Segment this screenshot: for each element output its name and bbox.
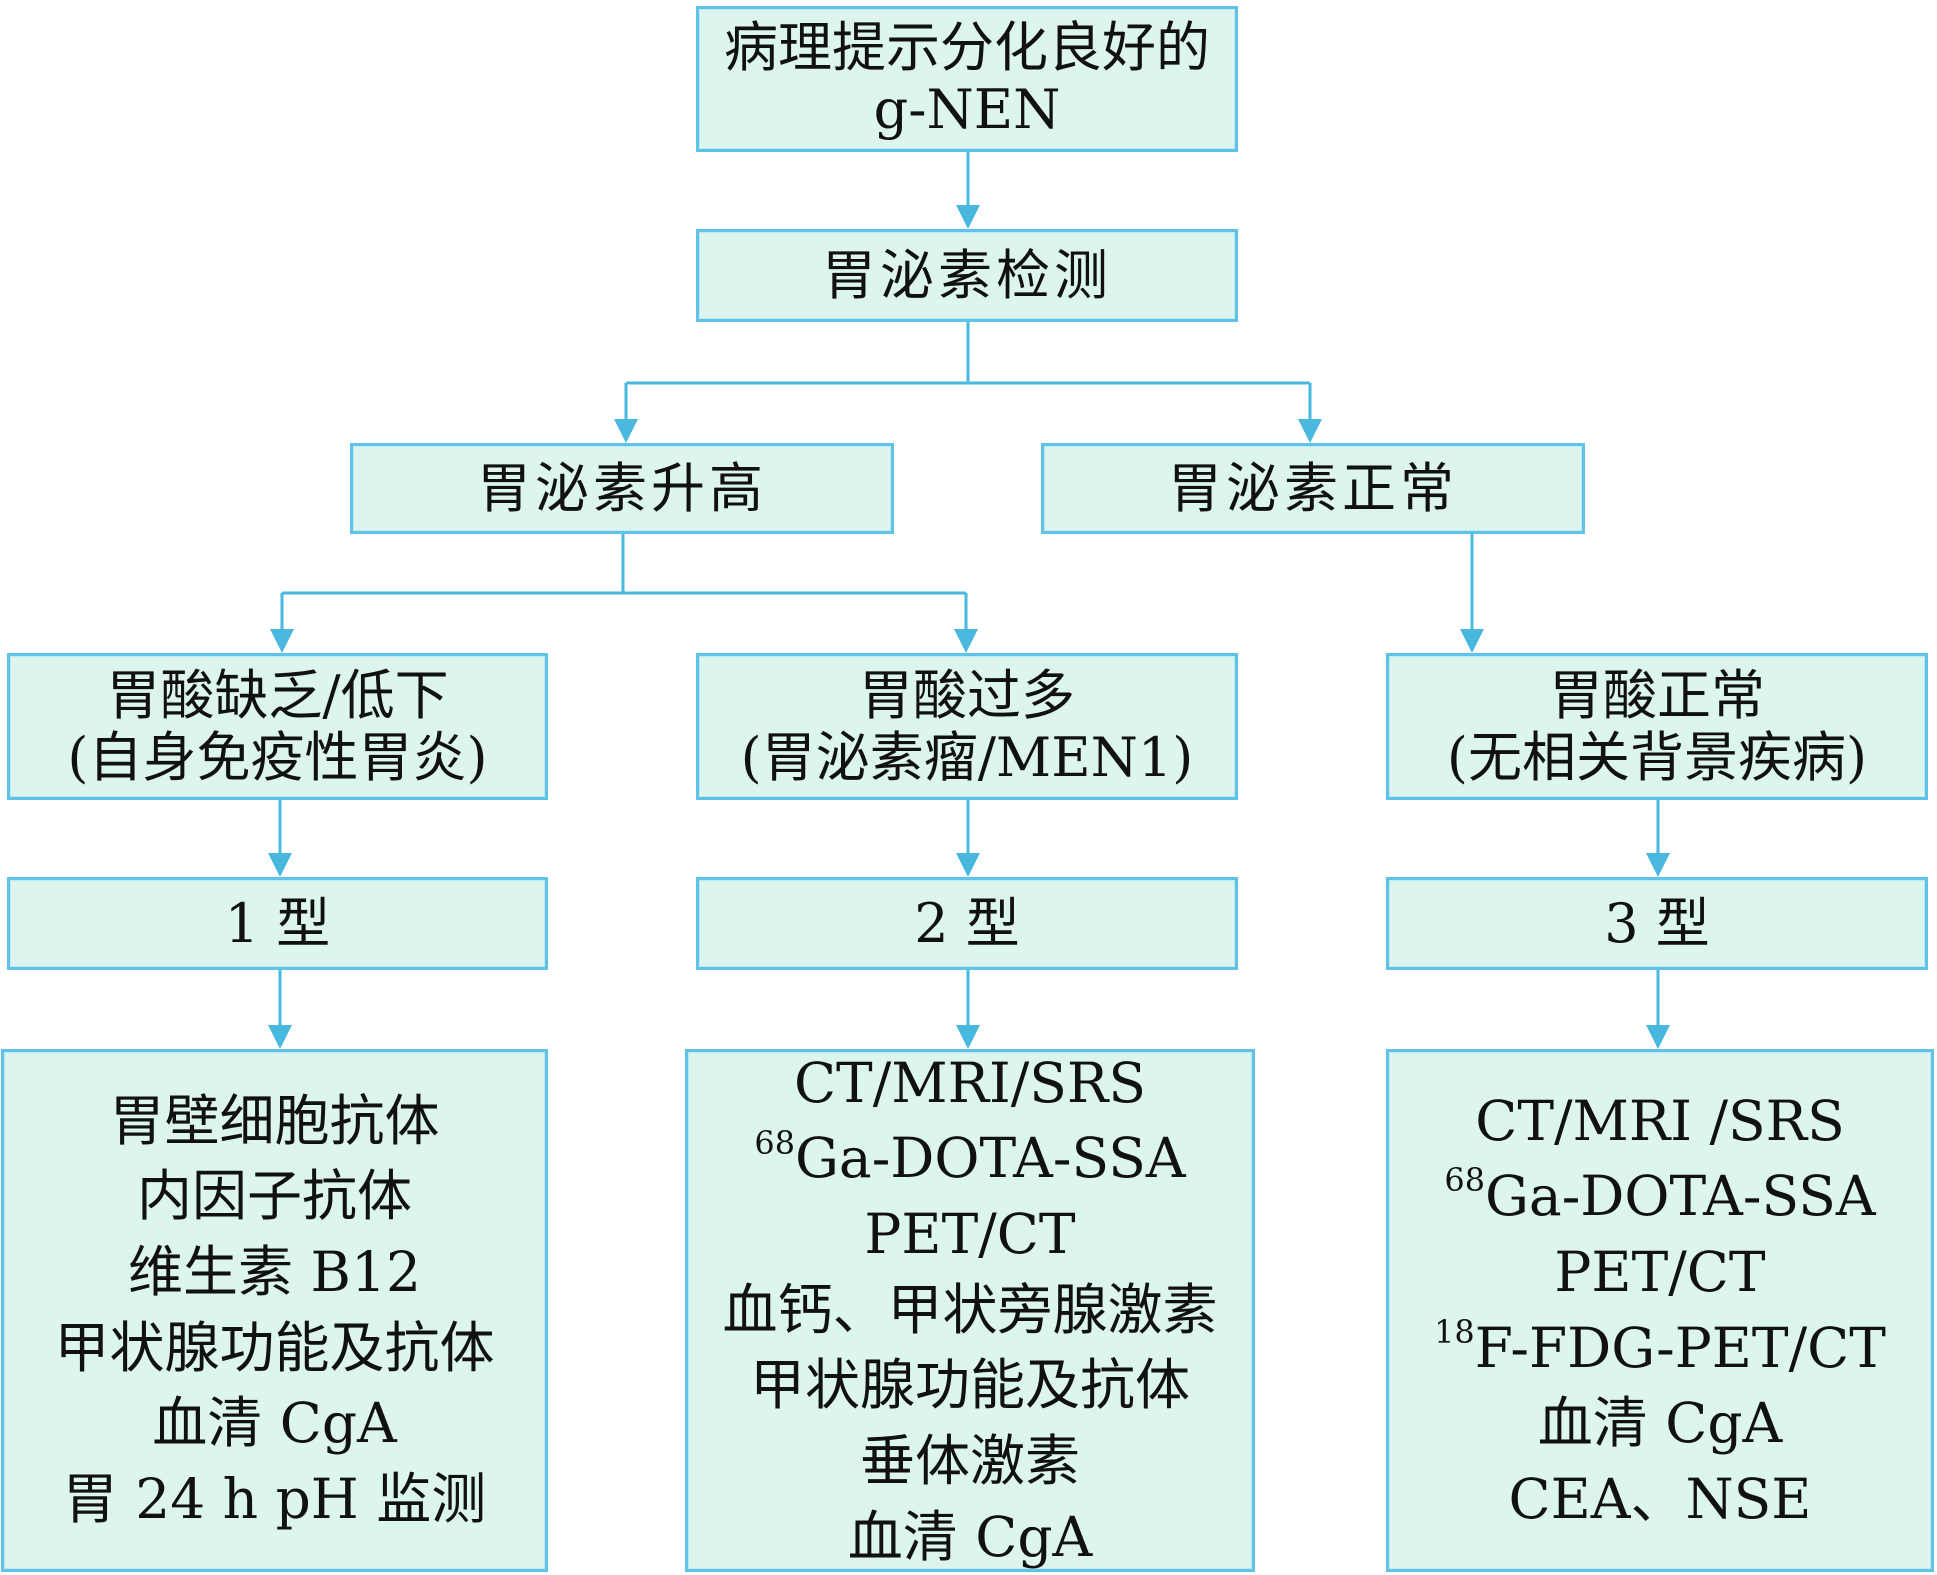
type2-node: 2 型 <box>696 877 1238 970</box>
root-line-2: g-NEN <box>873 78 1061 141</box>
tests2-line-2: 68Ga-DOTA-SSA <box>754 1121 1185 1197</box>
tests3-line-4: 18F-FDG-PET/CT <box>1434 1311 1886 1387</box>
gastrin-test-node: 胃泌素检测 <box>696 229 1238 322</box>
acid-normal-node: 胃酸正常 (无相关背景疾病) <box>1386 653 1928 800</box>
tests2-line-2-isotope: 68 <box>754 1123 795 1162</box>
tests3-line-1: CT/MRI /SRS <box>1475 1088 1845 1153</box>
tests1-line-3: 维生素 B12 <box>128 1239 421 1304</box>
gastrin-normal-node: 胃泌素正常 <box>1041 443 1585 534</box>
tests1-line-4: 甲状腺功能及抗体 <box>54 1315 495 1380</box>
tests2-line-6: 垂体激素 <box>859 1428 1080 1493</box>
acid-low-line-1: 胃酸缺乏/低下 <box>106 663 449 727</box>
acid-high-line-2: (胃泌素瘤/MEN1) <box>740 725 1194 789</box>
gastrin-normal-label: 胃泌素正常 <box>1168 456 1458 520</box>
tests2-line-4: 血钙、甲状旁腺激素 <box>722 1277 1218 1342</box>
root-node: 病理提示分化良好的 g-NEN <box>696 6 1238 152</box>
tests3-line-5: 血清 CgA <box>1537 1391 1783 1456</box>
type2-label: 2 型 <box>914 891 1020 955</box>
acid-high-line-1: 胃酸过多 <box>859 663 1075 727</box>
tests3-line-2-isotope: 68 <box>1444 1161 1485 1200</box>
tests1-line-5: 血清 CgA <box>152 1391 397 1456</box>
tests3-line-2-text: Ga-DOTA-SSA <box>1485 1164 1876 1229</box>
type3-node: 3 型 <box>1386 877 1928 970</box>
acid-normal-line-1: 胃酸正常 <box>1549 663 1765 727</box>
tests1-line-1: 胃壁细胞抗体 <box>109 1088 440 1153</box>
tests2-node: CT/MRI/SRS 68Ga-DOTA-SSA PET/CT 血钙、甲状旁腺激… <box>685 1049 1255 1572</box>
acid-high-node: 胃酸过多 (胃泌素瘤/MEN1) <box>696 653 1238 800</box>
acid-normal-line-2: (无相关背景疾病) <box>1446 725 1868 789</box>
tests2-line-1: CT/MRI/SRS <box>793 1050 1147 1115</box>
tests2-line-7: 血清 CgA <box>847 1504 1093 1569</box>
type1-label: 1 型 <box>224 891 331 955</box>
gastrin-test-label: 胃泌素检测 <box>822 243 1112 307</box>
type1-node: 1 型 <box>7 877 548 970</box>
tests1-line-2: 内因子抗体 <box>136 1164 412 1229</box>
tests3-line-2: 68Ga-DOTA-SSA <box>1444 1159 1875 1235</box>
acid-low-node: 胃酸缺乏/低下 (自身免疫性胃炎) <box>7 653 548 800</box>
type3-label: 3 型 <box>1604 891 1710 955</box>
tests1-line-6: 胃 24 h pH 监测 <box>62 1466 487 1531</box>
gastrin-high-label: 胃泌素升高 <box>477 456 767 520</box>
gastrin-high-node: 胃泌素升高 <box>350 443 894 534</box>
tests1-node: 胃壁细胞抗体 内因子抗体 维生素 B12 甲状腺功能及抗体 血清 CgA 胃 2… <box>1 1049 548 1572</box>
tests3-line-4-isotope: 18 <box>1434 1312 1475 1351</box>
tests2-line-2-text: Ga-DOTA-SSA <box>795 1126 1186 1191</box>
tests3-line-6: CEA、NSE <box>1508 1466 1812 1531</box>
tests3-node: CT/MRI /SRS 68Ga-DOTA-SSA PET/CT 18F-FDG… <box>1386 1049 1934 1572</box>
root-line-1: 病理提示分化良好的 <box>724 16 1210 80</box>
tests2-line-3: PET/CT <box>864 1202 1076 1267</box>
tests2-line-5: 甲状腺功能及抗体 <box>749 1353 1190 1418</box>
acid-low-line-2: (自身免疫性胃炎) <box>67 725 488 789</box>
tests3-line-3: PET/CT <box>1554 1239 1766 1304</box>
tests3-line-4-text: F-FDG-PET/CT <box>1474 1315 1886 1380</box>
